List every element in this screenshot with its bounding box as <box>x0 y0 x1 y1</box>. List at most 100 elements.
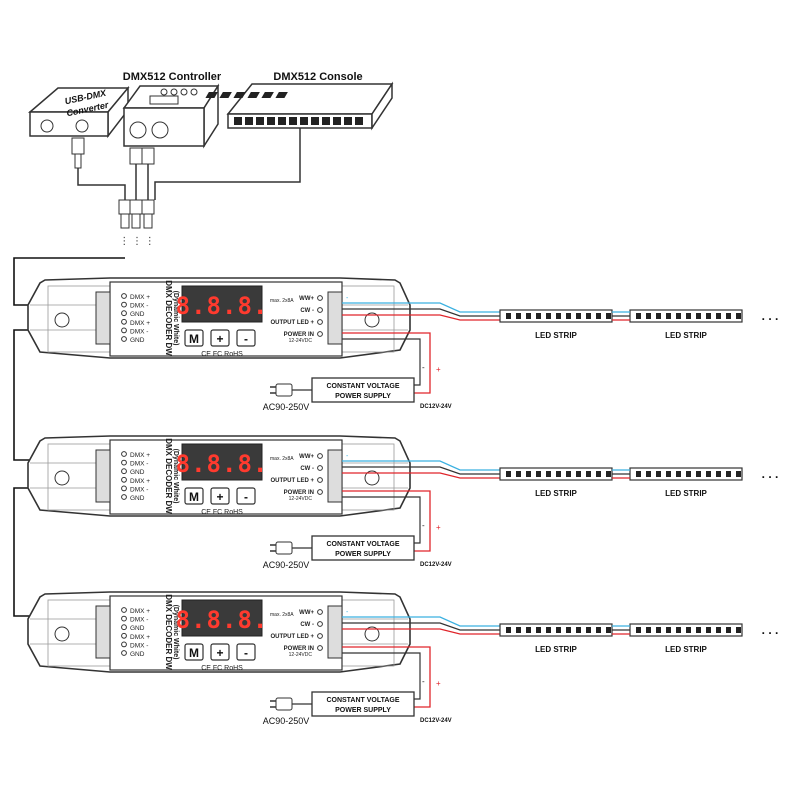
led-chip <box>596 627 601 633</box>
input-terminal <box>121 318 127 325</box>
led-chip <box>546 471 551 477</box>
led-chip <box>506 627 511 633</box>
button-label: + <box>216 646 223 660</box>
led-chip <box>706 627 711 633</box>
input-terminal <box>121 485 127 492</box>
input-terminal <box>121 607 127 613</box>
button-label: - <box>244 646 248 660</box>
led-chip <box>606 313 611 319</box>
led-chip <box>656 313 661 319</box>
led-chip <box>586 313 591 319</box>
output-terminal <box>317 633 323 639</box>
xlr-port-2 <box>151 121 169 139</box>
output-label: OUTPUT LED + <box>270 478 314 484</box>
led-chip <box>566 471 571 477</box>
max-rating: max. 2x8A <box>270 456 294 462</box>
led-chip <box>706 313 711 319</box>
led-chip <box>556 627 561 633</box>
xlr-port-1 <box>129 121 147 139</box>
input-terminal <box>121 310 127 317</box>
console-keys <box>205 92 363 125</box>
dc-label: DC12V-24V <box>420 562 452 568</box>
button-mode[interactable] <box>184 487 204 505</box>
output-terminal <box>317 489 323 495</box>
display-readout: 8.8.8. <box>176 292 269 320</box>
more-strips: . . . <box>762 309 779 323</box>
button-minus[interactable] <box>236 329 256 347</box>
console-key <box>333 117 341 125</box>
led-chip <box>506 471 511 477</box>
led-strip-label: LED STRIP <box>665 331 707 340</box>
wire-power-plus <box>342 332 431 394</box>
led-chip <box>576 627 581 633</box>
input-terminal <box>121 327 127 334</box>
mount-screw <box>54 312 70 328</box>
wire-ww <box>342 302 500 313</box>
input-terminal <box>121 624 127 631</box>
minus-sign: - <box>422 363 425 372</box>
output-label: WW+ <box>299 454 314 460</box>
button-mode[interactable] <box>184 643 204 661</box>
output-label: CW - <box>300 466 314 472</box>
led-chip <box>526 471 531 477</box>
console-key <box>322 117 330 125</box>
button-minus[interactable] <box>236 487 256 505</box>
output-terminal <box>317 645 323 651</box>
input-label: GND <box>130 337 145 344</box>
button-label: M <box>189 490 199 504</box>
led-chip <box>736 313 741 319</box>
button-mode[interactable] <box>184 329 204 347</box>
led-chip <box>666 471 671 477</box>
led-strip-label: LED STRIP <box>535 331 577 340</box>
cert-marks: CE FC RoHS <box>201 351 243 358</box>
ac-plug <box>275 541 293 555</box>
button-minus[interactable] <box>236 643 256 661</box>
output-terminal <box>317 295 323 301</box>
led-chip <box>546 313 551 319</box>
button-label: + <box>216 332 223 346</box>
input-label: DMX - <box>130 328 148 335</box>
input-label: GND <box>130 469 145 476</box>
decoder-name: DMX DECODER DW <box>164 280 173 356</box>
input-label: DMX - <box>130 617 148 624</box>
input-terminal <box>121 293 127 299</box>
input-terminal <box>121 451 127 457</box>
plug-pins: ⋮ ⋮ ⋮ <box>119 236 155 247</box>
button-plus[interactable] <box>210 329 230 347</box>
led-chip <box>546 627 551 633</box>
output-label: POWER IN <box>284 646 314 652</box>
dc-label: DC12V-24V <box>420 404 452 410</box>
seven-seg-display <box>181 443 263 481</box>
power-range: 12-24VDC <box>289 338 313 344</box>
console-key <box>300 117 308 125</box>
led-chip <box>636 471 641 477</box>
button-label: - <box>244 332 248 346</box>
input-terminal-block <box>95 449 111 503</box>
led-chip <box>536 471 541 477</box>
console-fader <box>219 92 232 98</box>
button-plus[interactable] <box>210 643 230 661</box>
console-key <box>245 117 253 125</box>
plus-sign: + <box>436 365 441 374</box>
led-chip <box>716 313 721 319</box>
ac-plug <box>275 383 293 397</box>
led-chip <box>736 471 741 477</box>
input-terminal <box>121 650 127 656</box>
led-chip <box>696 627 701 633</box>
input-label: GND <box>130 651 145 658</box>
wire-power-minus <box>342 338 421 386</box>
dmx-port <box>75 119 89 133</box>
button-label: M <box>189 646 199 660</box>
wire-ww <box>342 616 500 627</box>
dmx512-console: DMX512 Console <box>205 71 394 131</box>
button-plus[interactable] <box>210 487 230 505</box>
input-terminal-block <box>95 291 111 345</box>
wire-power-plus <box>342 490 431 552</box>
led-strip-label: LED STRIP <box>665 645 707 654</box>
input-terminal-block <box>95 605 111 659</box>
input-label: DMX - <box>130 642 148 649</box>
ac-label: AC90-250V <box>263 402 310 412</box>
input-terminal <box>121 459 127 466</box>
wire-led-plus <box>342 628 500 635</box>
